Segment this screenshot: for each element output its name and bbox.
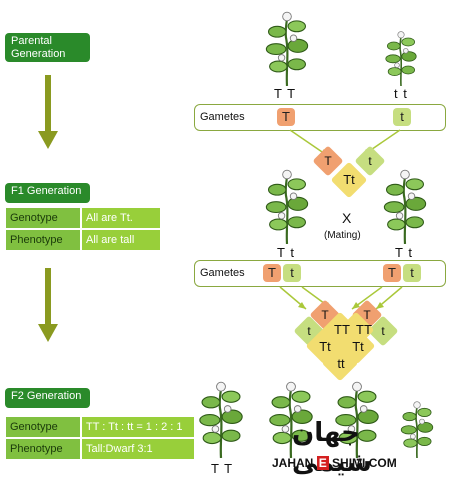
f2-plant-1-genotype: T T [211,461,234,476]
f1-phenotype-key: Phenotype [6,229,81,252]
parental-right-genotype: t t [394,86,408,101]
f2-phenotype-key: Phenotype [6,438,81,461]
parental-left-genotype: T T [274,86,297,101]
punnett-left-letter: t [307,324,311,338]
fertilization-arrows [289,129,401,157]
down-arrow-1 [38,75,58,149]
logo-latin-a: JAHAN [272,456,314,470]
punnett-top-right-letter: T [363,308,371,322]
table-row: Genotype All are Tt. [6,208,160,230]
f1-right-genotype: T t [395,245,413,260]
parental-generation-label: Parental Generation [5,33,90,62]
f1-generation-label: F1 Generation [5,183,90,203]
f2-plant-1-icon [198,380,244,458]
punnett-arrows [279,286,403,310]
table-row: Phenotype All are tall [6,229,160,252]
f1-left-letter: T [324,154,332,168]
f1-left-genotype: T t [277,245,295,260]
gamete-a-chip: T [263,264,281,282]
table-row: Genotype TT : Tt : tt = 1 : 2 : 1 [6,417,194,439]
punnett-cell-1b-letter: TT [356,322,372,337]
parental-dwarf-plant-icon [380,30,422,86]
punnett-cell-4-letter: tt [337,356,345,371]
f1-left-plant-icon [264,168,310,244]
gamete-c-chip: T [383,264,401,282]
f1-center-letter: Tt [343,172,355,187]
punnett-cell-3-letter: Tt [352,339,364,354]
f2-genotype-value: TT : Tt : tt = 1 : 2 : 1 [80,417,194,439]
gamete-recessive-chip: t [393,108,411,126]
gamete-dominant-chip: T [277,108,295,126]
punnett-right-letter: t [381,324,385,338]
down-arrow-2 [38,268,58,342]
f1-property-table: Genotype All are Tt. Phenotype All are t… [6,208,160,252]
jahaneshimi-logo: جهان شیمی JAHAN E SHIMI.COM [272,418,438,478]
f2-generation-label: F2 Generation [5,388,90,408]
f1-right-letter: t [368,154,372,168]
mating-label: (Mating) [324,230,361,241]
logo-latin-text: JAHAN E SHIMI.COM [272,456,397,470]
punnett-top-left-letter: T [321,308,329,322]
f2-phenotype-value: Tall:Dwarf 3:1 [80,438,194,461]
gametes-label-2: Gametes [200,267,245,279]
logo-latin-b: SHIMI.COM [332,456,397,470]
logo-latin-e: E [316,456,329,470]
punnett-cell-1-letter: TT [334,322,350,337]
f2-property-table: Genotype TT : Tt : tt = 1 : 2 : 1 Phenot… [6,417,194,461]
gametes-label-1: Gametes [200,111,245,123]
f2-genotype-key: Genotype [6,417,81,439]
logo-persian-text: جهان شیمی [292,418,372,478]
table-row: Phenotype Tall:Dwarf 3:1 [6,438,194,461]
f1-genotype-value: All are Tt. [80,208,160,230]
gamete-b-chip: t [283,264,301,282]
f1-phenotype-value: All are tall [80,229,160,252]
f1-genotype-key: Genotype [6,208,81,230]
parental-tall-plant-icon [264,10,310,86]
mating-x: X [342,210,352,226]
f1-right-plant-icon [382,168,428,244]
punnett-cell-2-letter: Tt [319,339,331,354]
gamete-d-chip: t [403,264,421,282]
